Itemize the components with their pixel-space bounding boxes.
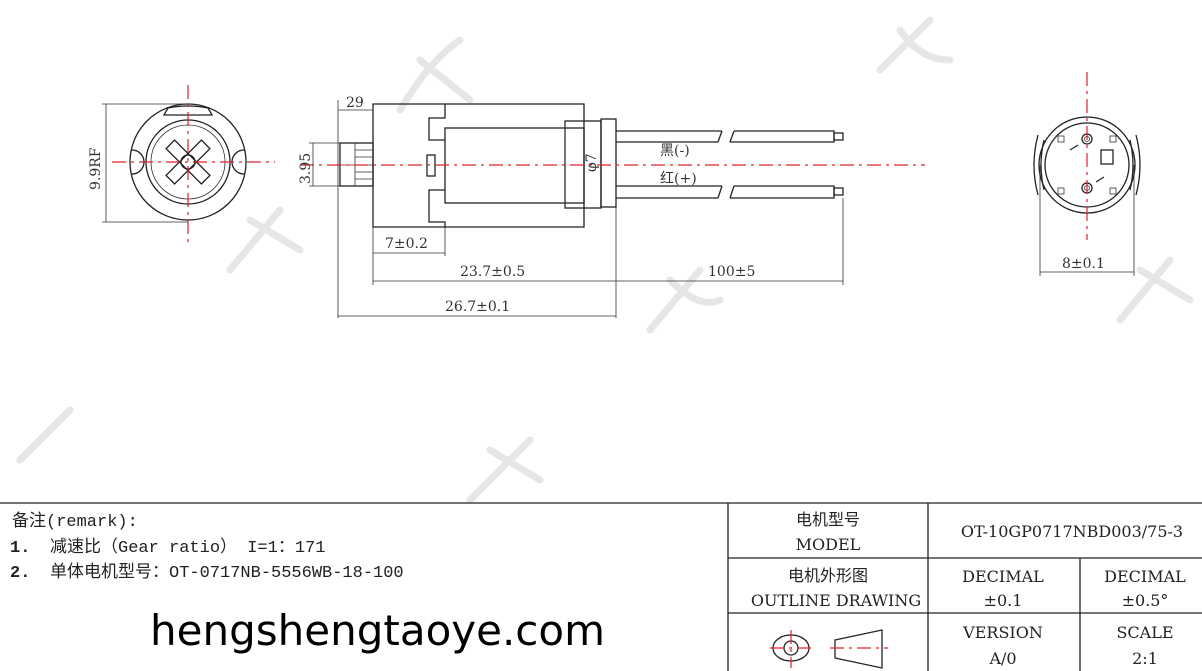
- gear-length-label: 7±0.2: [385, 236, 428, 252]
- tol-linear: ±0.1: [984, 591, 1023, 610]
- remarks-title: 备注(remark):: [12, 511, 138, 532]
- body-length-label: 23.7±0.5: [460, 264, 525, 280]
- drawing-en: OUTLINE DRAWING: [751, 591, 921, 610]
- watermark: [16, 16, 1194, 504]
- shaft-length-label: 29: [346, 95, 364, 111]
- drawing-cn: 电机外形图: [788, 566, 868, 585]
- site-watermark: hengshengtaoye.com: [150, 606, 605, 655]
- remark-num-2: 2.: [10, 564, 30, 583]
- rear-width-label: 8±0.1: [1062, 256, 1105, 272]
- tol-angle-label: DECIMAL: [1104, 567, 1186, 586]
- wire-black-label: 黑(-): [660, 143, 690, 159]
- shaft-dia-label: 3.95: [298, 153, 314, 184]
- remarks: 备注(remark): 1. 减速比（Gear ratio） I=1：171 2…: [10, 511, 404, 583]
- scale-label: SCALE: [1116, 623, 1173, 642]
- wire-red-label: 红(+): [660, 171, 697, 187]
- version: A/0: [988, 649, 1016, 668]
- total-length-label: 26.7±0.1: [445, 299, 510, 315]
- remark-text-1: 减速比（Gear ratio） I=1：171: [50, 537, 325, 558]
- model-value: OT-10GP0717NBD003/75-3: [961, 522, 1183, 541]
- title-block: 电机型号 MODEL OT-10GP0717NBD003/75-3 电机外形图 …: [727, 503, 1202, 671]
- model-en: MODEL: [796, 535, 861, 554]
- model-cn: 电机型号: [796, 510, 860, 529]
- version-label: VERSION: [962, 623, 1043, 642]
- remark-num-1: 1.: [10, 539, 30, 558]
- rear-view: 8±0.1: [1033, 72, 1141, 276]
- front-dia-label: 9.9RF: [88, 147, 104, 190]
- remark-text-2: 单体电机型号：OT-0717NB-5556WB-18-100: [50, 562, 404, 583]
- body-dia-label: φ7: [584, 153, 600, 172]
- wire-length-label: 100±5: [708, 264, 755, 280]
- scale: 2:1: [1132, 649, 1158, 668]
- tol-angle: ±0.5°: [1122, 591, 1169, 610]
- tol-linear-label: DECIMAL: [962, 567, 1044, 586]
- projection-symbol: [770, 629, 888, 669]
- side-view: φ7 29 3.95 7±0.2 23.7±0.5 100±5 26.7±0.1…: [298, 95, 925, 318]
- front-view: 9.9RF: [88, 85, 275, 245]
